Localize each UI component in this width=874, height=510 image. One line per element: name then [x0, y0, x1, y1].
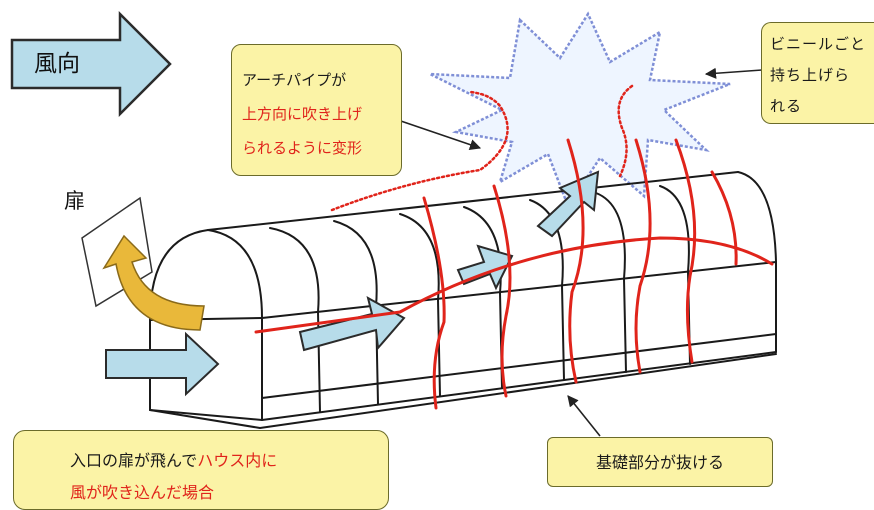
deformed-pipes: [254, 138, 774, 410]
callout-foundation-text: 基礎部分が抜ける: [595, 453, 724, 472]
inflow-arrow-icon: [105, 331, 220, 397]
greenhouse-frame: [149, 171, 777, 429]
callout-entrance-line2: 風が吹き込んだ場合: [70, 483, 215, 502]
callout-vinyl-line1: ビニールごと: [770, 35, 867, 53]
callout-vinyl: ビニールごと 持ち上げら れる: [761, 22, 874, 124]
explosion-burst-icon: [429, 11, 731, 209]
callout-entrance: 入口の扉が飛んでハウス内に 風が吹き込んだ場合: [13, 430, 389, 510]
curved-arrow-icon: [102, 234, 205, 331]
lifted-pipes-dotted: [330, 84, 634, 212]
callout-entrance-line1-black: 入口の扉が飛んで: [70, 451, 198, 470]
callout-vinyl-line3: れる: [770, 97, 803, 115]
internal-wind-arrows: [298, 170, 600, 352]
callout-arch-pipe: アーチパイプが 上方向に吹き上げ られるように変形: [231, 44, 402, 176]
callout-arch-line1: アーチパイプが: [242, 71, 347, 89]
wind-direction-label: 風向: [34, 51, 80, 77]
callout-arch-line3: られるように変形: [242, 139, 363, 157]
leader-arrows: [391, 67, 763, 437]
callout-vinyl-line2: 持ち上げら: [770, 66, 851, 84]
callout-arch-line2: 上方向に吹き上げ: [242, 105, 363, 123]
callout-foundation: 基礎部分が抜ける: [547, 437, 773, 487]
door-label: 扉: [64, 189, 85, 213]
wind-direction-arrow-icon: [10, 10, 172, 118]
callout-entrance-line1: 入口の扉が飛んでハウス内に: [70, 445, 388, 477]
callout-entrance-line1-red: ハウス内に: [197, 451, 278, 470]
